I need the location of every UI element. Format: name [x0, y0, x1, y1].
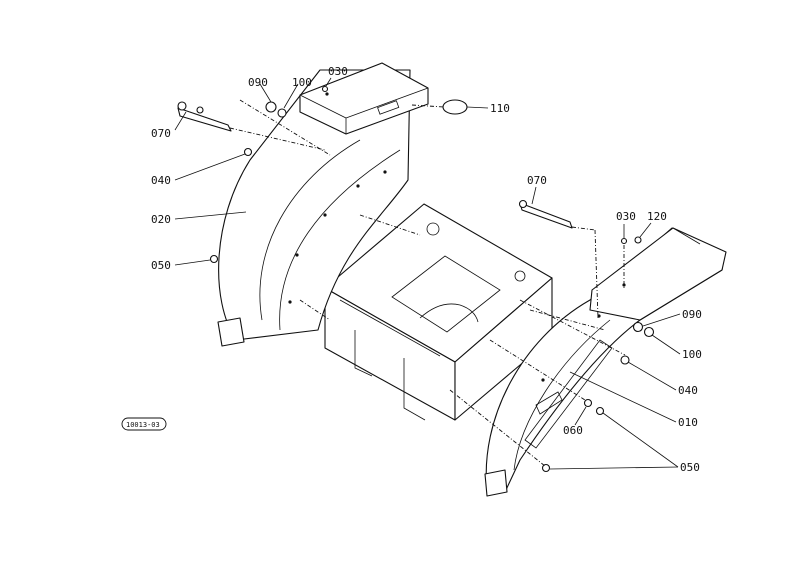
bolt-030-left — [321, 85, 329, 93]
nut-100-right — [643, 326, 655, 338]
bolt-030-right — [620, 237, 628, 245]
callout-070-right: 070 — [527, 174, 547, 187]
drawing-code-text: 10013-03 — [126, 421, 160, 429]
callout-090-left: 090 — [248, 76, 268, 89]
left-lever-070 — [177, 101, 232, 132]
callout-040-left: 040 — [151, 174, 171, 187]
callout-070-left: 070 — [151, 127, 171, 140]
right-fender — [484, 227, 727, 497]
callout-010: 010 — [678, 416, 698, 429]
right-lever-070 — [518, 199, 573, 229]
bolt-050-right-a — [595, 406, 605, 416]
callout-060: 060 — [563, 424, 583, 437]
drawing-code-badge: 10013-03 — [121, 417, 167, 431]
bolt-040-right — [620, 355, 630, 365]
callout-030-right: 030 — [616, 210, 636, 223]
callout-100-left: 100 — [292, 76, 312, 89]
bolt-120 — [634, 236, 642, 244]
callout-030-left: 030 — [328, 65, 348, 78]
bolt-050-right-b — [541, 463, 551, 473]
center-floor-frame — [324, 203, 553, 421]
callout-040-right: 040 — [678, 384, 698, 397]
washer-090-right — [632, 321, 644, 333]
nut-100-left — [277, 108, 287, 118]
callout-110: 110 — [490, 102, 510, 115]
callout-050-left: 050 — [151, 259, 171, 272]
left-fender — [217, 62, 429, 347]
callout-090-right: 090 — [682, 308, 702, 321]
callout-120: 120 — [647, 210, 667, 223]
bolt-040-left — [243, 147, 253, 157]
grommet-110 — [442, 99, 468, 115]
callout-020: 020 — [151, 213, 171, 226]
bolt-060 — [583, 398, 593, 408]
callout-050-right: 050 — [680, 461, 700, 474]
washer-090-left — [265, 101, 277, 113]
callout-100-right: 100 — [682, 348, 702, 361]
bolt-050-left — [209, 254, 219, 264]
